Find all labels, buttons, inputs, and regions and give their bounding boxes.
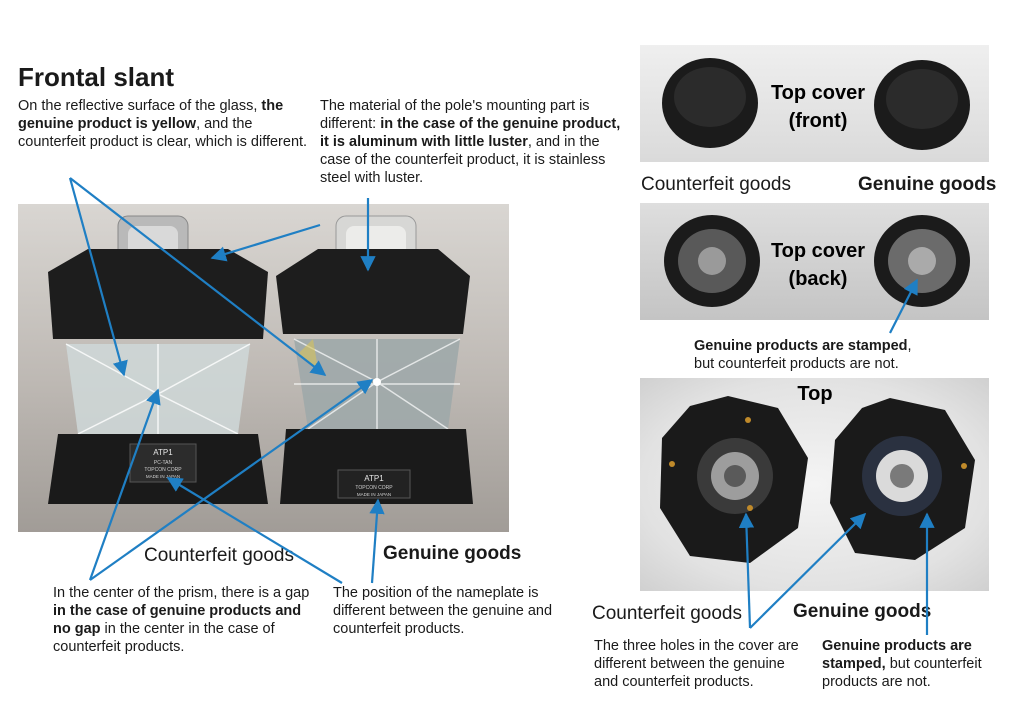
arrow-gap-counterfeit: [88, 388, 161, 581]
page-title: Frontal slant: [18, 62, 175, 92]
counterfeit-nameplate-code: PC-TAN: [154, 460, 173, 466]
stamped-back-bold: Genuine products are stamped: [694, 338, 908, 354]
genuine-nameplate-maker: TOPCON CORP: [355, 485, 393, 491]
material-note-text: The material of the pole's mounting part…: [320, 98, 590, 132]
arrow-gap-genuine: [89, 379, 374, 581]
arrow-glass-genuine: [69, 177, 327, 376]
stamped-back-note: Genuine products are stamped, but counte…: [694, 337, 994, 373]
cover-back-tag: Top cover (back): [758, 237, 878, 293]
gap-note-text-2: in the center in the case of counterfeit…: [53, 621, 275, 655]
arrow-nameplate-counterfeit: [166, 477, 343, 584]
cover-front-photo: Top cover (front): [640, 45, 989, 162]
top-counterfeit-label: Counterfeit goods: [592, 603, 742, 624]
cover-front-tag: Top cover (front): [758, 79, 878, 135]
gap-note: In the center of the prism, there is a g…: [53, 584, 321, 656]
stamped-top-note: Genuine products are stamped, but counte…: [822, 637, 1018, 691]
counterfeit-nameplate-maker: TOPCON CORP: [144, 467, 182, 473]
arrow-holes-counterfeit: [738, 512, 755, 629]
stamped-top-text: but counterfeit products are not.: [822, 656, 982, 690]
cover-back-tag-line1: Top cover: [770, 240, 866, 262]
prism-photo: ATP1 PC-TAN TOPCON CORP MADE IN JAPAN AT…: [18, 204, 509, 532]
top-view-tag: Top: [797, 383, 833, 405]
top-genuine-label: Genuine goods: [793, 601, 932, 622]
genuine-nameplate-origin: MADE IN JAPAN: [357, 492, 391, 497]
counterfeit-nameplate-model: ATP1: [153, 448, 173, 457]
cover-back-tag-line2: (back): [788, 268, 848, 290]
prism-illustration: ATP1 PC-TAN TOPCON CORP MADE IN JAPAN AT…: [48, 215, 473, 504]
cover-front-illustration: [662, 58, 970, 150]
top-view-illustration: [660, 396, 975, 563]
material-note-text-2: , and in the case of the counterfeit pro…: [320, 134, 606, 186]
main-genuine-label: Genuine goods: [383, 543, 522, 564]
stamped-back-text: but counterfeit products are not.: [694, 356, 899, 372]
arrow-glass-counterfeit: [68, 177, 128, 377]
material-note: The material of the pole's mounting part…: [320, 97, 626, 187]
gap-note-bold: in the case of genuine products and no g…: [53, 603, 302, 637]
glass-note-bold: the genuine product is yellow: [18, 98, 284, 132]
glass-note-text-2: , and the counterfeit product is clear, …: [18, 116, 308, 150]
stamped-back-comma: ,: [907, 338, 912, 354]
cover-front-tag-line1: Top cover: [770, 82, 866, 104]
counterfeit-nameplate-origin: MADE IN JAPAN: [146, 474, 180, 479]
top-view-photo: Top: [640, 378, 989, 591]
main-counterfeit-label: Counterfeit goods: [144, 545, 294, 566]
counterfeit-top-view: [660, 396, 808, 563]
cover-back-illustration: [664, 215, 970, 307]
front-counterfeit-label: Counterfeit goods: [641, 174, 791, 195]
glass-note-text: On the reflective surface of the glass,: [18, 98, 262, 114]
cover-back-photo: Top cover (back): [640, 203, 989, 320]
arrow-nameplate-genuine: [369, 498, 385, 584]
holes-note: The three holes in the cover are differe…: [594, 638, 799, 690]
arrow-stamped-back: [889, 278, 918, 334]
arrow-holes-genuine: [749, 512, 867, 629]
nameplate-note: The position of the nameplate is differe…: [333, 585, 553, 637]
arrow-material-counterfeit: [210, 223, 321, 262]
front-genuine-label: Genuine goods: [858, 174, 997, 195]
gap-note-text: In the center of the prism, there is a g…: [53, 585, 310, 601]
stamped-top-bold: Genuine products are stamped,: [822, 638, 972, 672]
genuine-nameplate-model: ATP1: [364, 474, 384, 483]
material-note-bold: in the case of the genuine product, it i…: [320, 116, 621, 150]
glass-note: On the reflective surface of the glass, …: [18, 97, 318, 151]
genuine-top-view: [830, 398, 975, 560]
cover-front-tag-line2: (front): [788, 110, 848, 132]
